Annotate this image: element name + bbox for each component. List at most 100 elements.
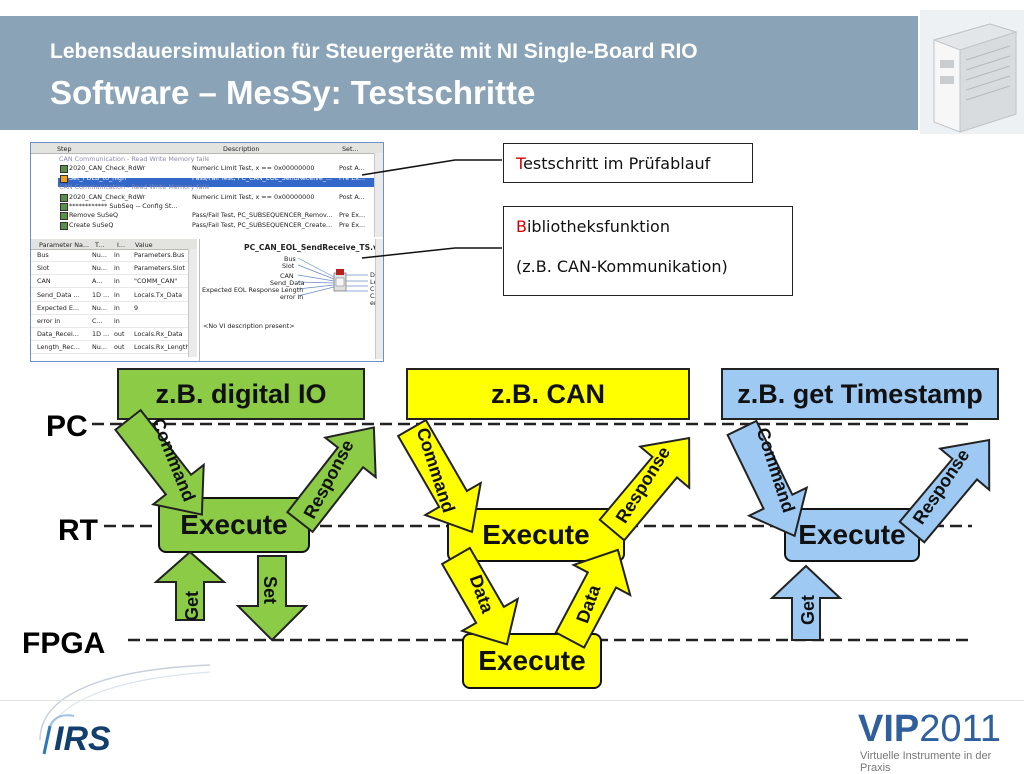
param-row-divider (31, 274, 188, 276)
digital-set-label: Set (260, 576, 280, 604)
param-row-divider (31, 340, 188, 342)
param-name: Data_Recei... (37, 330, 79, 339)
col-param-io: I... (117, 241, 125, 249)
col-param-name: Parameter Na... (39, 241, 90, 249)
step-icon (60, 212, 68, 221)
param-io: in (114, 251, 120, 259)
can-title: z.B. CAN (406, 368, 690, 420)
param-io: out (114, 343, 125, 352)
steps-header (31, 143, 383, 154)
step-row-name[interactable]: CAN Communication - Read Write Memory fa… (59, 155, 209, 163)
step-row-name[interactable]: ************ SubSeq -- Config St... (69, 202, 178, 210)
params-header (31, 239, 197, 250)
param-t: Nu... (92, 303, 107, 312)
digital-io-title: z.B. digital IO (117, 368, 365, 420)
digital-set-arrow (235, 555, 309, 642)
step-row-description: Pass/Fail Test, PC_SUBSEQUENCER_Create..… (192, 220, 333, 229)
param-name: Send_Data ... (37, 290, 80, 299)
step-icon (60, 165, 68, 174)
param-io: in (114, 264, 120, 273)
callout-bibliothek-text: ibliotheksfunktion (526, 217, 670, 236)
param-row-divider (31, 313, 188, 315)
param-t: C... (92, 317, 103, 325)
irs-logo: IRS (42, 714, 111, 758)
vi-connector-diagram (297, 257, 368, 297)
timestamp-title: z.B. get Timestamp (721, 368, 999, 420)
irs-logo-text: IRS (54, 720, 111, 758)
vip-tagline: Virtuelle Instrumente in der Praxis (860, 750, 992, 774)
callout-testschritt-initial: T (516, 154, 524, 173)
step-row-set: Pre Ex... (339, 211, 366, 220)
can-execute-rt: Execute (447, 508, 625, 562)
vi-description: <No VI description present> (203, 322, 295, 330)
step-row-description: Numeric Limit Test, x == 0x00000000 (192, 192, 315, 201)
selected-row-highlight (58, 178, 383, 187)
vi-input-can: CAN (280, 272, 294, 280)
param-name: CAN (37, 277, 51, 286)
step-row-name[interactable]: CAN Communication - Read Write Memory fa… (59, 183, 209, 192)
vi-output-da: Da (370, 271, 379, 279)
step-row-name[interactable]: 2020_CAN_Check_RdWr (69, 192, 146, 201)
step-row-name[interactable]: Create SuSeQ (69, 220, 114, 229)
digital-get-label: Get (182, 591, 202, 621)
vip-logo-bold: VIP (858, 708, 920, 750)
vi-output-co: Co (370, 285, 378, 293)
param-value[interactable]: 9 (134, 303, 139, 312)
timestamp-execute: Execute (784, 508, 920, 562)
param-value[interactable]: Locals.Rx_Length (134, 343, 188, 352)
can-response-arrow (598, 436, 691, 542)
vi-input-expected: Expected EOL Response Length (202, 286, 304, 294)
step-row-description: Pass/Fail Test, PC_CAN_EOL_SendReceive_.… (192, 173, 333, 182)
param-value[interactable]: "COMM_CAN" (134, 277, 178, 286)
vip-logo: VIP2011 (858, 708, 1001, 751)
param-name: error in (37, 317, 61, 325)
param-name: Length_Rec... (37, 343, 80, 352)
steps-scrollbar[interactable] (374, 153, 383, 237)
device-image (920, 10, 1024, 134)
vi-panel: PC_CAN_EOL_SendReceive_TS.vi Bus Slot CA… (199, 239, 383, 361)
param-value[interactable]: Locals.Tx_Data (134, 290, 183, 299)
vip-logo-year: 2011 (919, 708, 1001, 750)
level-rt: RT (58, 514, 98, 547)
col-description-header: Description (223, 145, 260, 153)
digital-get-arrow (153, 550, 227, 621)
vi-input-bus: Bus (284, 255, 296, 263)
footer-divider (0, 700, 1024, 701)
param-io: in (114, 303, 120, 312)
slide-title: Software – MesSy: Testschritte (50, 74, 536, 111)
vi-input-error: error in (280, 293, 304, 301)
can-data-up-arrow (554, 548, 632, 649)
vi-scrollbar[interactable] (375, 239, 383, 359)
step-row-set: Post A... (339, 192, 365, 201)
col-param-type: T... (95, 241, 105, 249)
callout-bibliothek-initial: B (516, 217, 527, 236)
param-t: A... (92, 277, 103, 286)
callout-testschritt-text: estschritt im Prüfablauf (523, 154, 711, 173)
digital-io-execute: Execute (158, 497, 310, 553)
step-row-name[interactable]: Set_PDLB_to_high (69, 173, 127, 182)
slide-subtitle: Lebensdauersimulation für Steuergeräte m… (50, 40, 698, 63)
step-icon (60, 221, 68, 230)
param-value[interactable]: Parameters.Slot (134, 264, 185, 273)
level-pc: PC (46, 410, 88, 443)
vi-output-ca: CA (370, 292, 379, 300)
digital-response-arrow (285, 426, 377, 534)
vi-name: PC_CAN_EOL_SendReceive_TS.vi (244, 243, 381, 252)
param-t: Nu... (92, 251, 107, 259)
step-icon (60, 203, 68, 211)
param-t: Nu... (92, 264, 107, 273)
timestamp-command-arrow (726, 419, 809, 538)
params-scrollbar[interactable] (188, 249, 197, 357)
decorative-swoosh (39, 664, 211, 741)
step-row-name[interactable]: Remove SuSeQ (69, 211, 119, 220)
param-io: out (114, 330, 125, 339)
param-row-divider (31, 287, 188, 289)
param-value[interactable]: Locals.Rx_Data (134, 330, 183, 339)
col-set-header: Set... (342, 145, 359, 153)
vi-output-err: err (370, 299, 379, 307)
param-value[interactable]: Parameters.Bus (134, 251, 185, 259)
param-name: Bus (37, 251, 49, 259)
param-row-divider (31, 261, 188, 262)
step-row-name[interactable]: 2020_CAN_Check_RdWr (69, 164, 146, 173)
